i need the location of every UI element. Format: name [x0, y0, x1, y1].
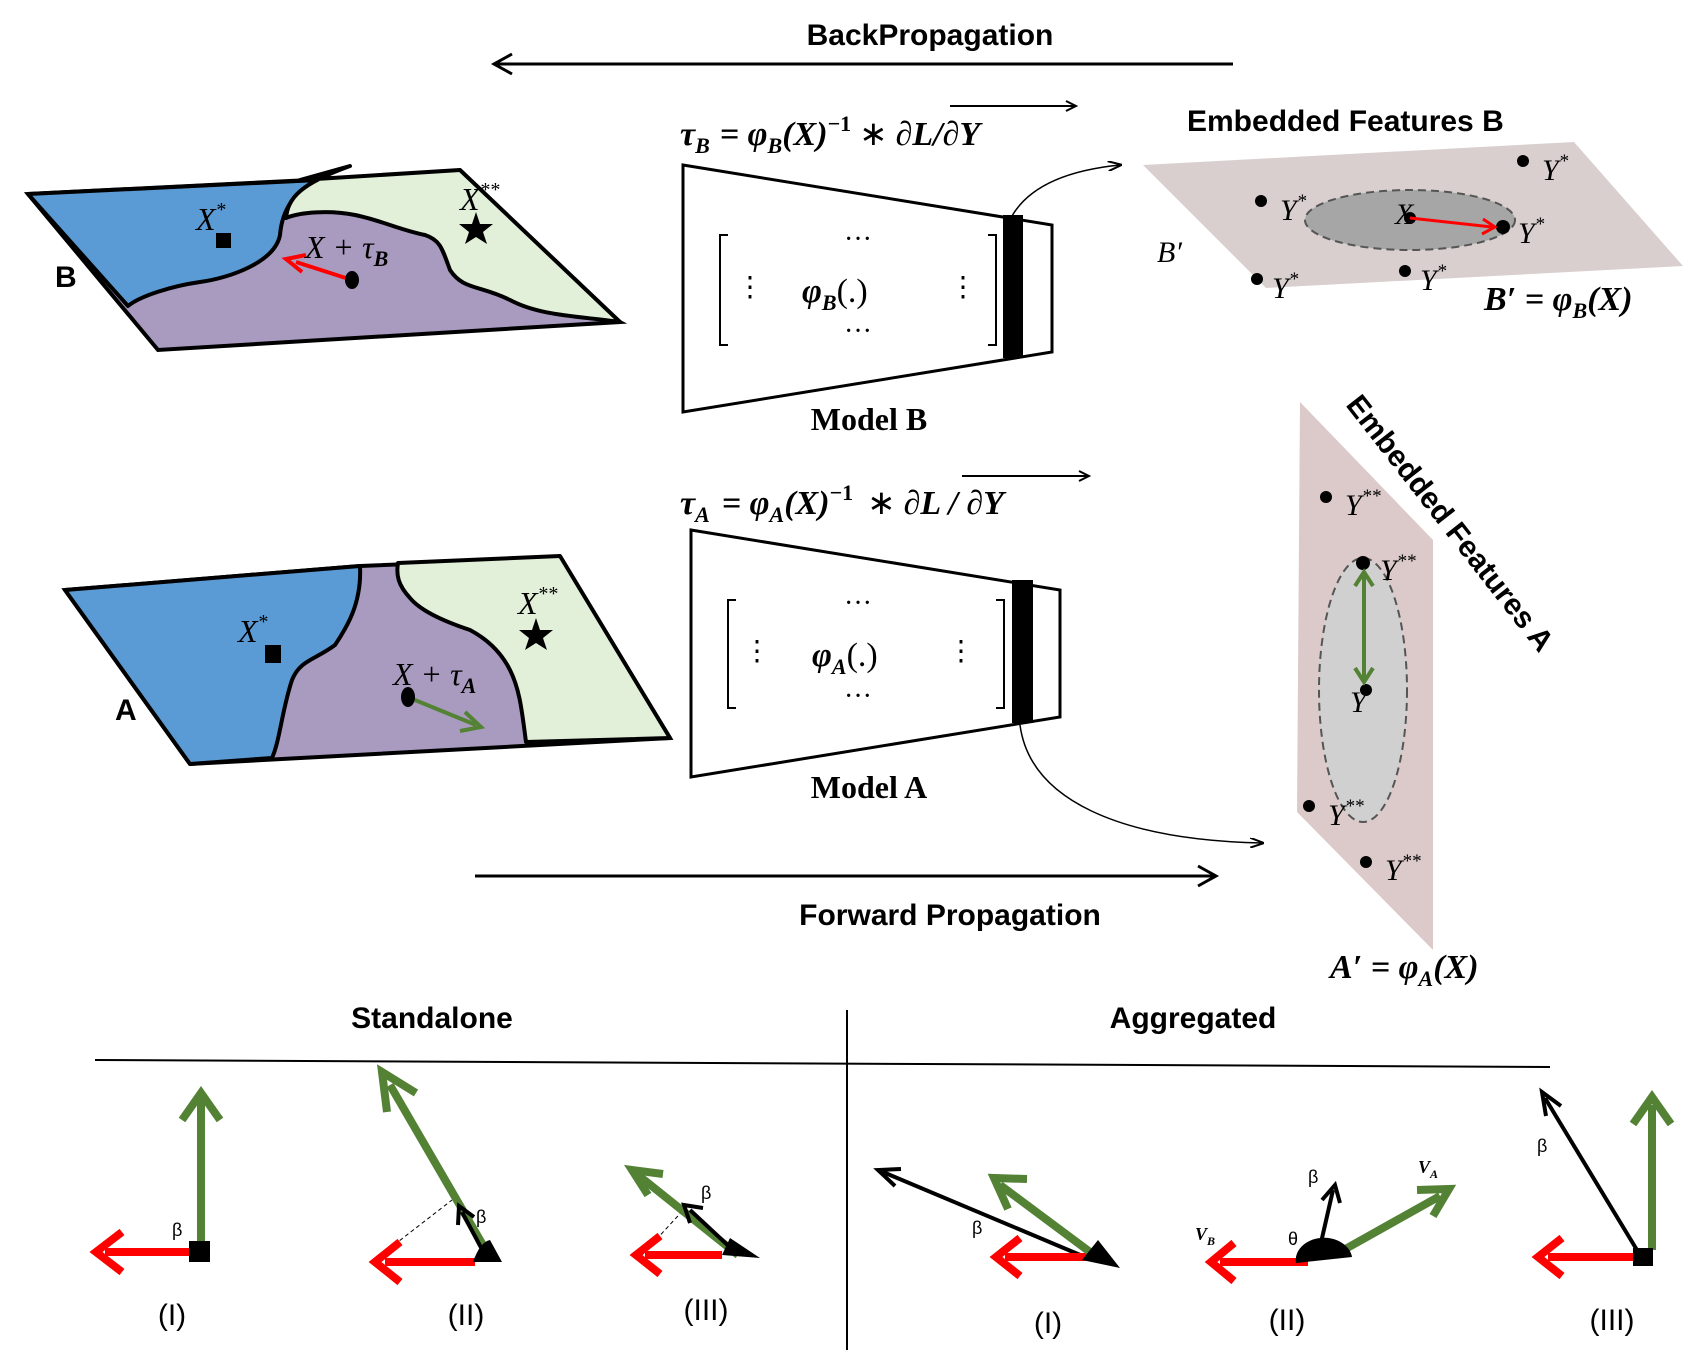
- manifold-a-label: A: [115, 694, 137, 727]
- model-a-function: φA(.): [812, 637, 878, 679]
- standalone-case-1-diagram: [89, 1086, 224, 1276]
- embedded-b-y2: Y*: [1280, 191, 1307, 227]
- embedded-b-x: X: [1394, 198, 1415, 231]
- x-star-square-icon: [216, 233, 231, 248]
- model-b-to-embedded-connector: [1011, 165, 1120, 217]
- aggregated-case-3-beta: β: [1537, 1136, 1547, 1156]
- aggregated-case-3-label: (III): [1590, 1304, 1635, 1337]
- model-a-to-embedded-connector: [1019, 724, 1262, 843]
- forward-propagation-arrow: [475, 864, 1220, 888]
- embedded-b-y4: Y*: [1420, 261, 1447, 297]
- backpropagation-label: BackPropagation: [807, 19, 1054, 52]
- standalone-case-3-diagram: [624, 1164, 760, 1278]
- x-starstar-star-icon: [459, 212, 493, 244]
- manifold-a-xstar: X*: [236, 611, 268, 649]
- standalone-case-2-label: (II): [448, 1299, 485, 1332]
- model-a-ellipsis-bottom: ···: [844, 681, 872, 712]
- x-starstar-star-icon: [519, 618, 553, 650]
- aggregated-case-1-beta: β: [972, 1218, 982, 1238]
- model-b-box: [681, 163, 1054, 414]
- aggregated-case-3-diagram: [1531, 1087, 1675, 1280]
- embedded-a-y4: Y**: [1385, 851, 1421, 887]
- aggregated-case-2-theta: θ: [1288, 1229, 1298, 1249]
- model-a-vell-right: ⋮: [947, 636, 975, 667]
- model-b-ellipsis-bottom: ···: [844, 316, 872, 347]
- embedded-b-y1: Y*: [1542, 151, 1569, 187]
- embedded-a-y-center: Y: [1350, 686, 1370, 719]
- manifold-b-label: B: [55, 261, 77, 294]
- model-b-label: Model B: [811, 401, 927, 437]
- aggregated-case-2-diagram: [1204, 1180, 1457, 1285]
- tau-b-equation: τB= φB(X)−1∗∂L/∂Y: [680, 111, 983, 158]
- model-a-vell-left: ⋮: [743, 636, 771, 667]
- model-a-ellipsis-top: ···: [844, 588, 872, 619]
- embedded-b-plane-label: B′: [1157, 236, 1182, 269]
- embedded-b-equation: B′ = φB(X): [1483, 281, 1633, 323]
- standalone-case-3-beta: β: [701, 1183, 711, 1203]
- standalone-title: Standalone: [351, 1002, 513, 1035]
- aggregated-case-2-beta: β: [1308, 1167, 1318, 1187]
- model-b-function: φB(.): [802, 273, 868, 315]
- standalone-case-1-beta: β: [172, 1220, 182, 1240]
- aggregated-case-1-diagram: [873, 1167, 1120, 1280]
- embedded-a-y2: Y**: [1380, 551, 1416, 587]
- standalone-case-1-label: (I): [158, 1299, 186, 1332]
- tau-a-equation: τA= φA(X)−1∗∂L / ∂Y: [680, 480, 1007, 527]
- manifold-b-xtau: X + τB: [303, 229, 388, 271]
- aggregated-case-2-va: VA: [1418, 1157, 1438, 1181]
- aggregated-case-2-vb: VB: [1195, 1224, 1215, 1248]
- aggregated-case-1-label: (I): [1034, 1307, 1062, 1340]
- embedded-b-plane: [1143, 142, 1683, 288]
- model-a-label: Model A: [811, 769, 927, 805]
- manifold-a: [61, 554, 674, 767]
- x-star-square-icon: [265, 645, 281, 663]
- manifold-a-xstarstar: X**: [516, 583, 558, 621]
- manifold-a-xtau: X + τA: [391, 656, 476, 698]
- model-b-vell-right: ⋮: [949, 272, 977, 303]
- bottom-divider-horizontal: [94, 1059, 1551, 1068]
- embedded-b-title: Embedded Features B: [1187, 105, 1504, 138]
- model-a-box: [689, 528, 1062, 779]
- manifold-b: [23, 164, 628, 353]
- manifold-b-xstar: X*: [194, 199, 226, 237]
- embedded-b-y5: Y*: [1272, 269, 1299, 305]
- embedded-a-y1: Y**: [1345, 486, 1381, 522]
- standalone-case-3-label: (III): [684, 1294, 729, 1327]
- embedded-a-y3: Y**: [1328, 796, 1364, 832]
- embedded-b-y3: Y*: [1518, 214, 1545, 250]
- tau-b-vector-bar: [950, 100, 1079, 112]
- model-b-vell-left: ⋮: [736, 272, 764, 303]
- manifold-b-xstarstar: X**: [458, 179, 500, 217]
- tau-a-vector-bar: [962, 470, 1092, 482]
- forward-propagation-label: Forward Propagation: [799, 899, 1101, 932]
- backpropagation-arrow: [490, 52, 1233, 76]
- model-b-ellipsis-top: ···: [844, 224, 872, 255]
- embedded-a-plane: [1297, 402, 1433, 950]
- aggregated-case-2-label: (II): [1269, 1304, 1306, 1337]
- aggregated-title: Aggregated: [1110, 1002, 1277, 1035]
- standalone-case-2-beta: β: [476, 1207, 486, 1227]
- standalone-case-2-diagram: [368, 1064, 502, 1286]
- embedded-a-equation: A′ = φA(X): [1328, 949, 1479, 991]
